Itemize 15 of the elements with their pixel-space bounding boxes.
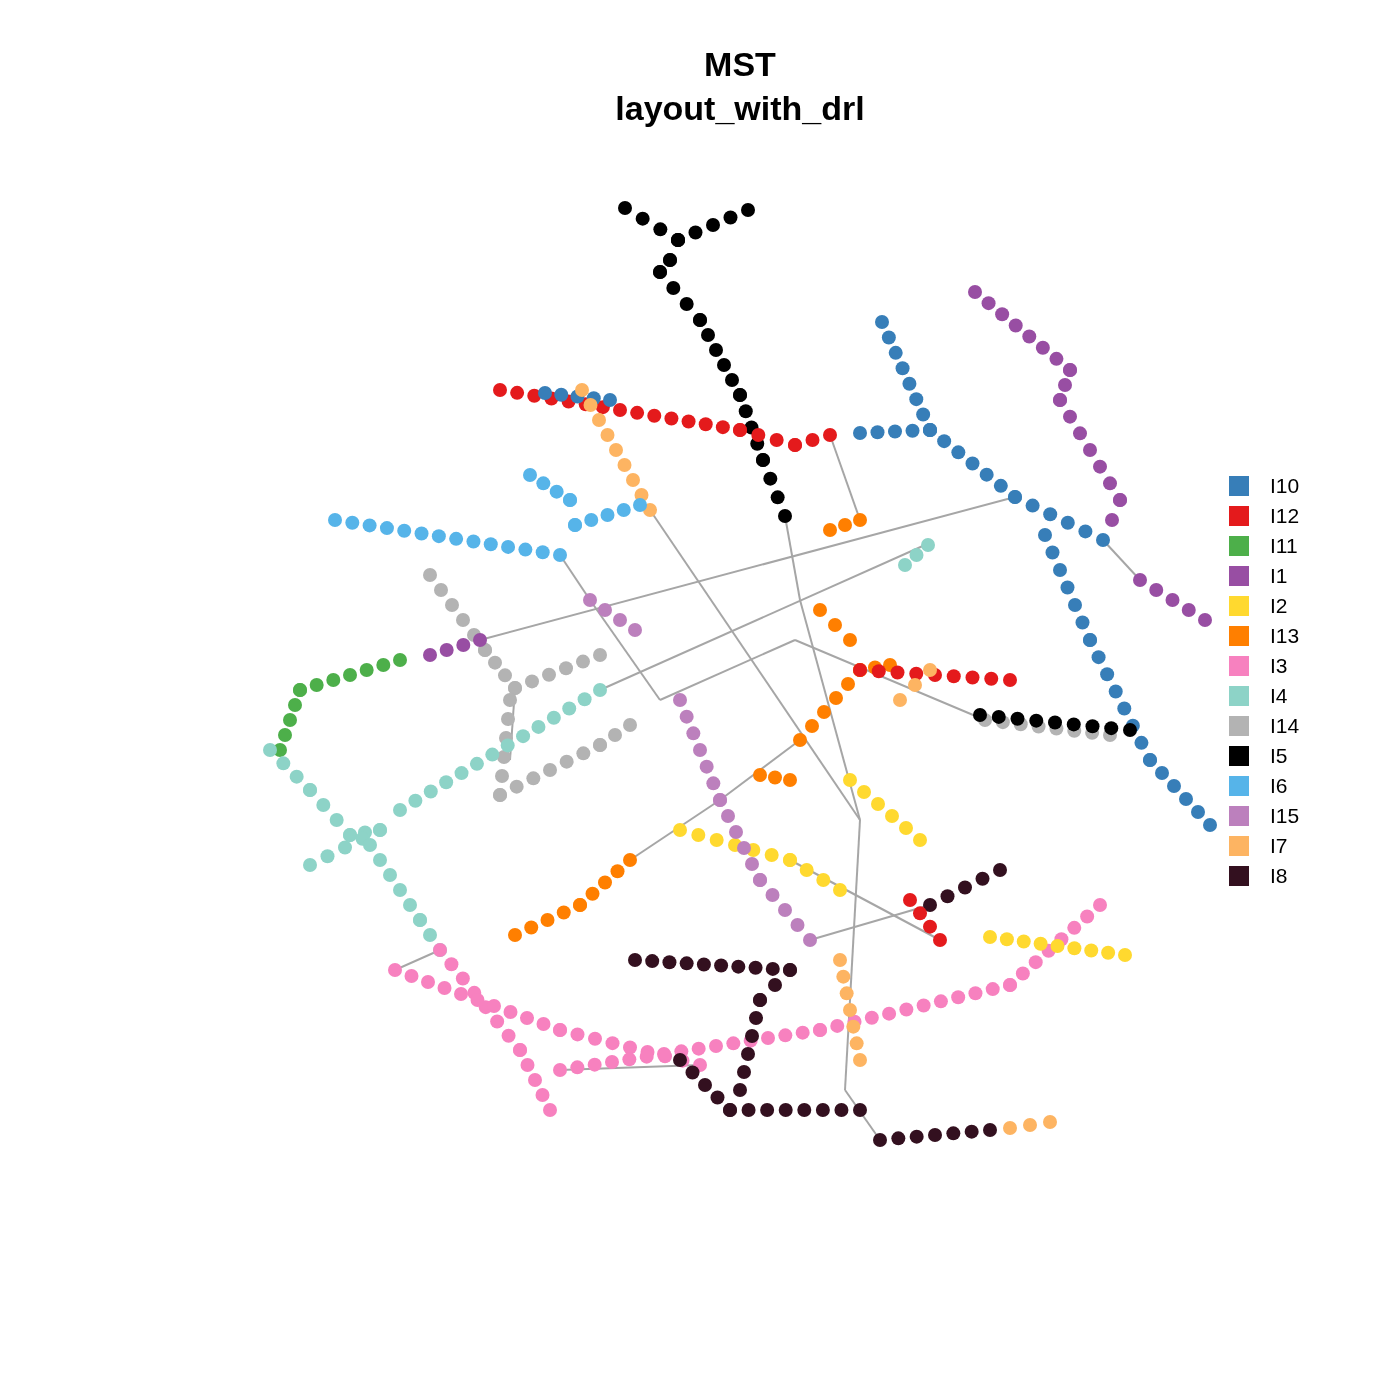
legend-label: I14: [1270, 714, 1300, 738]
legend-label: I15: [1270, 804, 1300, 828]
legend-label: I12: [1270, 504, 1300, 528]
legend-label: I3: [1270, 654, 1288, 678]
legend-label: I11: [1270, 534, 1298, 558]
chart-title: MST layout_with_drl: [614, 44, 866, 129]
legend-label: I8: [1270, 864, 1288, 888]
legend-label: I1: [1270, 564, 1288, 588]
legend-label: I7: [1270, 834, 1288, 858]
legend-label: I4: [1270, 684, 1288, 708]
legend-label: I6: [1270, 774, 1288, 798]
legend-label: I13: [1270, 624, 1300, 648]
legend-label: I10: [1270, 474, 1300, 498]
legend-label: I2: [1270, 594, 1288, 618]
legend-label: I5: [1270, 744, 1288, 768]
